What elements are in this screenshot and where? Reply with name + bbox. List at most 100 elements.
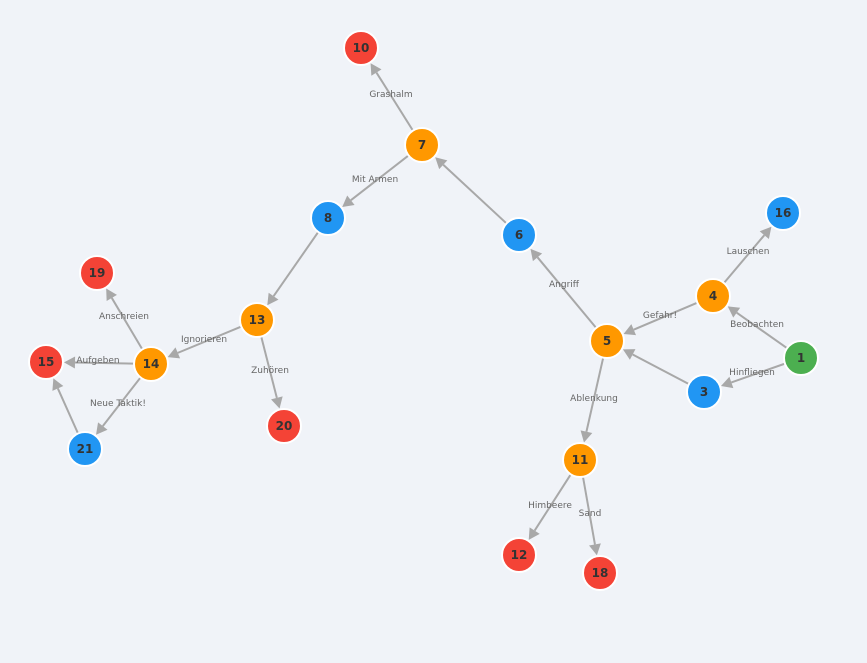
- edge-line: [585, 357, 605, 432]
- edge-labels-layer: BeobachtenHinfliegenLauschenGefahr!Angri…: [76, 90, 784, 519]
- node-label: 21: [77, 442, 94, 456]
- edge-label: Grashalm: [369, 90, 412, 100]
- edge-21-15: [52, 378, 79, 434]
- node-15[interactable]: 15: [28, 344, 64, 380]
- arrow-head: [435, 157, 448, 170]
- edge-line: [272, 231, 320, 297]
- end-node-circle: [266, 408, 302, 444]
- arrow-head: [759, 226, 772, 240]
- arrow-head: [580, 430, 593, 443]
- edge-13-14: [167, 325, 242, 359]
- edge-label: Mit Armen: [352, 175, 398, 185]
- node-3[interactable]: 3: [686, 374, 722, 410]
- node-label: 1: [797, 351, 805, 365]
- end-node-circle: [501, 537, 537, 573]
- node-label: 13: [249, 313, 266, 327]
- node-6[interactable]: 6: [501, 217, 537, 253]
- arrow-head: [528, 527, 540, 540]
- node-label: 3: [700, 385, 708, 399]
- edge-line: [110, 297, 144, 350]
- node-1[interactable]: 1: [783, 340, 819, 376]
- edge-3-5: [622, 349, 690, 385]
- edge-14-21: [96, 376, 142, 435]
- edge-label: Anschreien: [99, 312, 149, 322]
- end-node-circle: [343, 30, 379, 66]
- edge-4-5: [623, 301, 698, 336]
- edge-label: Sand: [579, 509, 602, 519]
- node-11[interactable]: 11: [562, 442, 598, 478]
- edge-line: [350, 154, 410, 202]
- edge-11-12: [528, 473, 572, 540]
- edge-line: [260, 336, 278, 399]
- edge-line: [736, 311, 788, 350]
- end-node-circle: [28, 344, 64, 380]
- edge-14-19: [106, 288, 144, 350]
- edge-label: Hinfliegen: [729, 368, 775, 378]
- edge-line: [731, 362, 786, 384]
- edge-label: Beobachten: [730, 320, 784, 330]
- info-node-circle: [310, 200, 346, 236]
- node-label: 6: [515, 228, 523, 242]
- choice-node-circle: [239, 302, 275, 338]
- edge-label: Gefahr!: [643, 311, 677, 321]
- node-label: 5: [603, 334, 611, 348]
- edge-6-7: [435, 157, 508, 225]
- arrow-head: [267, 292, 279, 306]
- info-node-circle: [765, 195, 801, 231]
- node-20[interactable]: 20: [266, 408, 302, 444]
- node-7[interactable]: 7: [404, 127, 440, 163]
- node-14[interactable]: 14: [133, 346, 169, 382]
- arrow-head: [622, 349, 636, 360]
- node-10[interactable]: 10: [343, 30, 379, 66]
- node-4[interactable]: 4: [695, 278, 731, 314]
- edge-1-3: [720, 362, 786, 389]
- node-label: 15: [38, 355, 55, 369]
- edge-5-11: [580, 357, 605, 443]
- node-5[interactable]: 5: [589, 323, 625, 359]
- node-21[interactable]: 21: [67, 431, 103, 467]
- info-node-circle: [501, 217, 537, 253]
- edge-label: Himbeere: [528, 501, 572, 511]
- node-8[interactable]: 8: [310, 200, 346, 236]
- node-13[interactable]: 13: [239, 302, 275, 338]
- node-18[interactable]: 18: [582, 555, 618, 591]
- choice-node-circle: [404, 127, 440, 163]
- arrow-head: [96, 422, 108, 435]
- arrow-head: [530, 248, 543, 262]
- edge-line: [536, 256, 597, 329]
- node-label: 18: [592, 566, 609, 580]
- node-label: 20: [276, 419, 293, 433]
- edge-line: [375, 72, 414, 132]
- edge-13-20: [260, 336, 283, 409]
- arrow-head: [63, 356, 76, 369]
- edge-label: Lauschen: [727, 247, 770, 257]
- edge-label: Zuhören: [251, 366, 289, 376]
- edge-line: [581, 476, 596, 545]
- node-12[interactable]: 12: [501, 537, 537, 573]
- node-16[interactable]: 16: [765, 195, 801, 231]
- arrow-head: [589, 543, 601, 556]
- edges-layer: [52, 63, 788, 556]
- info-node-circle: [686, 374, 722, 410]
- node-label: 19: [89, 266, 106, 280]
- node-label: 12: [511, 548, 528, 562]
- arrow-head: [623, 324, 637, 336]
- edge-14-15: [63, 356, 135, 369]
- end-node-circle: [582, 555, 618, 591]
- edge-line: [723, 234, 766, 284]
- edge-line: [633, 301, 698, 331]
- arrow-head: [271, 396, 283, 409]
- arrow-head: [106, 288, 117, 302]
- edge-1-4: [727, 306, 788, 350]
- node-label: 14: [143, 357, 160, 371]
- choice-node-circle: [589, 323, 625, 359]
- edge-line: [74, 361, 135, 365]
- node-19[interactable]: 19: [79, 255, 115, 291]
- node-label: 10: [353, 41, 370, 55]
- node-label: 11: [572, 453, 589, 467]
- node-label: 4: [709, 289, 717, 303]
- edge-label: Neue Taktik!: [90, 399, 146, 409]
- arrow-head: [52, 378, 64, 391]
